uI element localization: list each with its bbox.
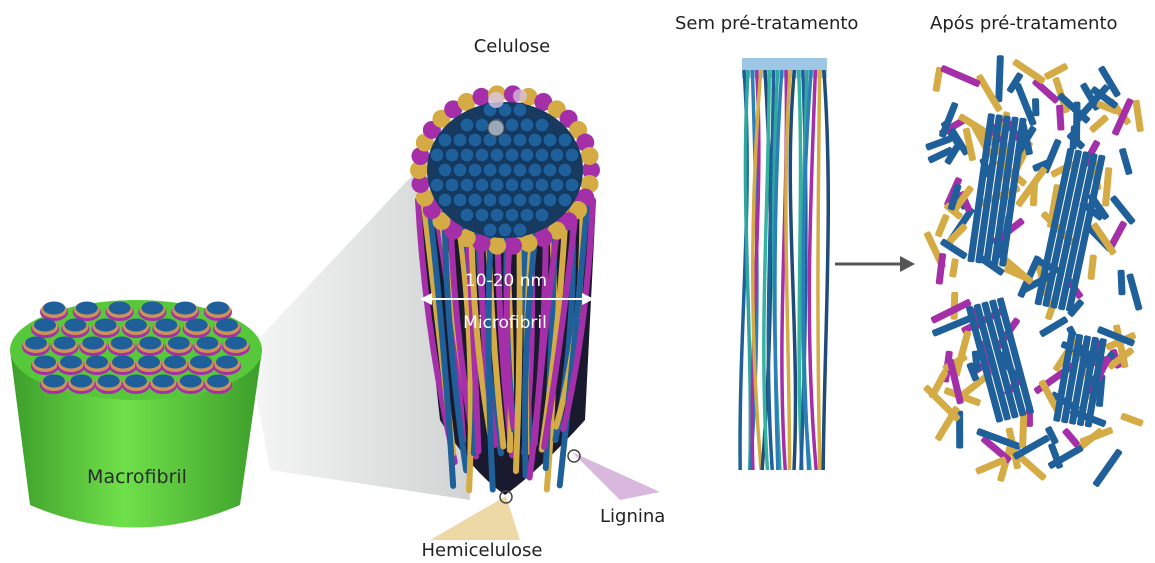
untreated-fiber-bundle — [740, 58, 828, 470]
label-macrofibril: Macrofibril — [87, 466, 187, 488]
lignina-wedge — [572, 452, 660, 500]
microfibril-top-ring — [410, 85, 600, 254]
label-lignina: Lignina — [600, 506, 665, 527]
label-microfibril: Microfibril — [463, 313, 547, 333]
label-hemicelulose: Hemicelulose — [422, 540, 543, 561]
process-arrow — [835, 256, 915, 272]
label-celulose: Celulose — [474, 36, 551, 57]
label-apos-pre-tratamento: Após pré-tratamento — [930, 13, 1118, 34]
label-dimension: 10-20 nm — [465, 271, 547, 291]
treated-fiber-fragments — [923, 55, 1144, 488]
macrofibril-cylinder — [10, 300, 262, 528]
label-sem-pre-tratamento: Sem pré-tratamento — [675, 13, 858, 34]
